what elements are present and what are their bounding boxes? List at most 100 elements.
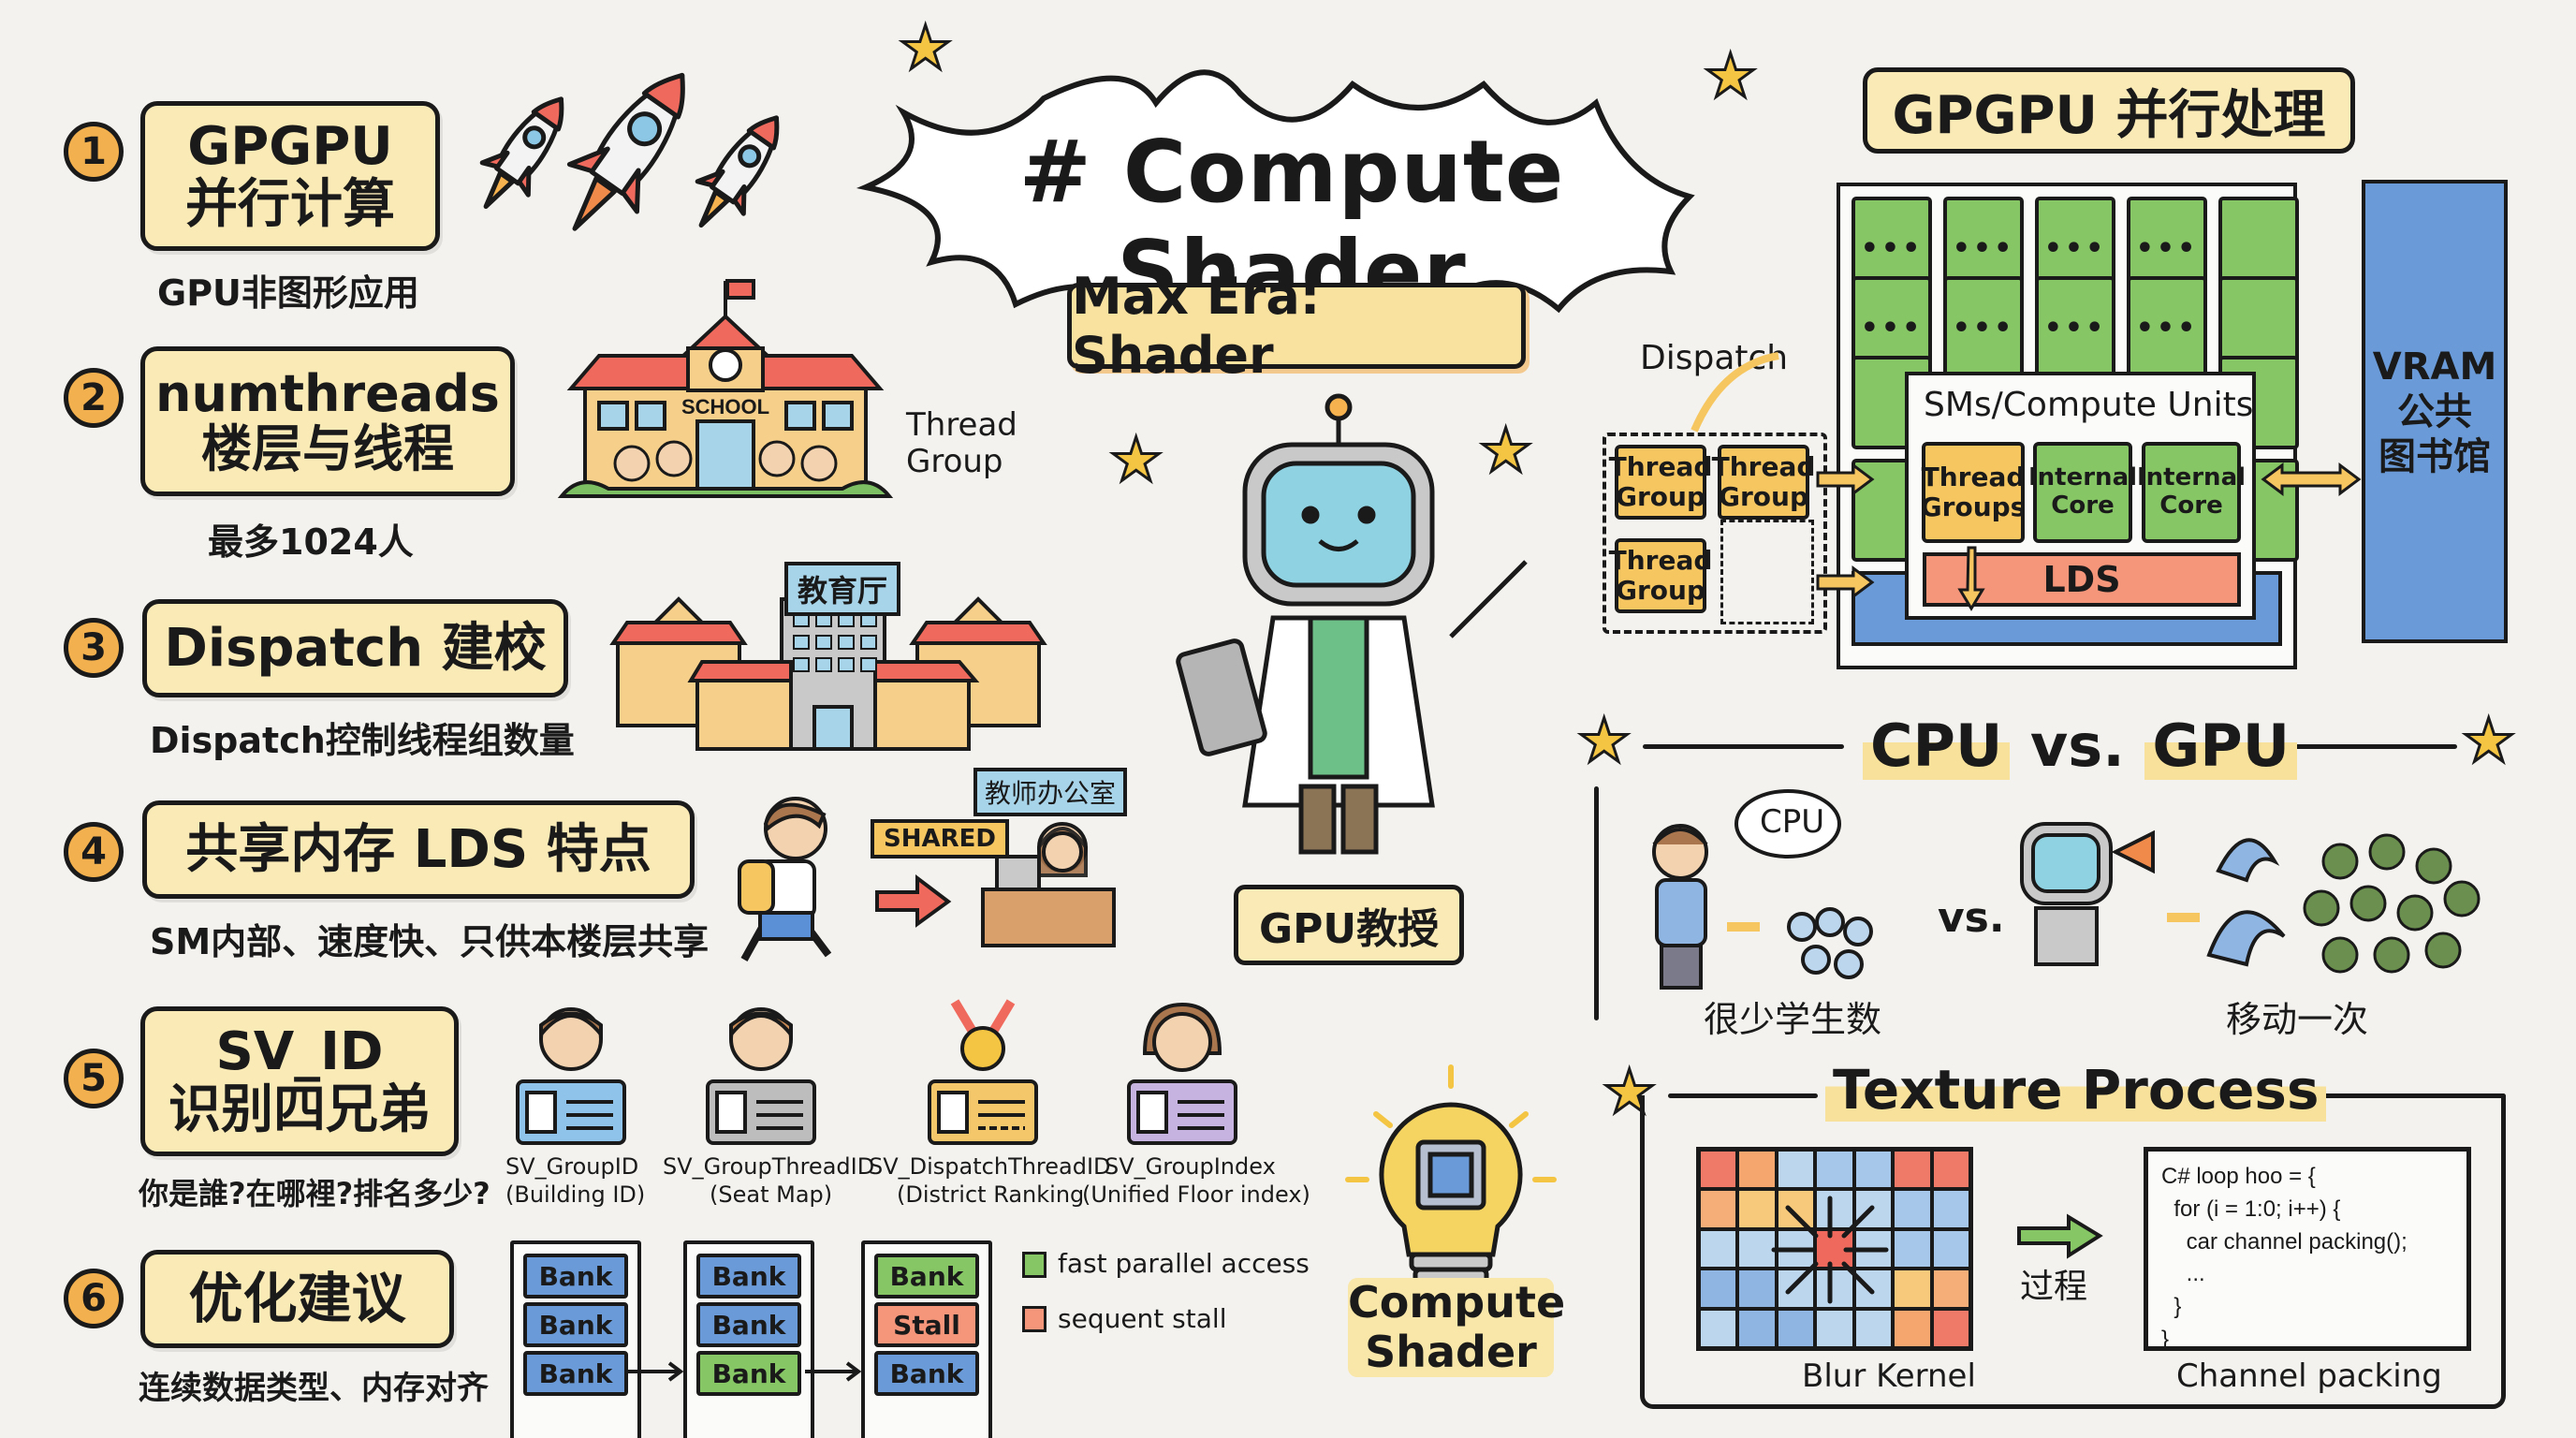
section-6-title: 优化建议 bbox=[140, 1250, 454, 1348]
sm-tile: ••• bbox=[1852, 276, 1932, 379]
kernel-cell bbox=[1739, 1152, 1775, 1188]
sv-groupindex-desc: (Unified Floor index) bbox=[1082, 1181, 1310, 1208]
sv-groupid-name: SV_GroupID bbox=[505, 1153, 639, 1180]
sm-tile: ••• bbox=[1943, 276, 2024, 379]
thread-group-line1: Thread bbox=[1711, 450, 1816, 482]
gpu-arrows-icon bbox=[1690, 352, 2362, 611]
section-2-caption: 最多1024人 bbox=[208, 521, 414, 563]
empty-thread-slot bbox=[1720, 520, 1814, 624]
kernel-cell bbox=[1701, 1310, 1736, 1346]
kernel-cell bbox=[1895, 1152, 1930, 1188]
lightbulb-chip-icon bbox=[1345, 1064, 1557, 1285]
section-4-title-line1: 共享内存 LDS 特点 bbox=[185, 818, 651, 880]
channel-packing-label: Channel packing bbox=[2176, 1357, 2442, 1395]
sm-thread-groups: Thread Groups bbox=[1921, 442, 2026, 543]
kernel-cell bbox=[1739, 1230, 1775, 1268]
thread-group: Thread Group bbox=[1712, 445, 1815, 520]
internal-core: Internal Core bbox=[2028, 442, 2137, 543]
divider bbox=[2261, 744, 2457, 749]
district-icon bbox=[609, 596, 1047, 751]
kernel-cell bbox=[1933, 1310, 1969, 1346]
cpu-teacher-icon bbox=[1652, 789, 1873, 990]
section-3-caption: Dispatch控制线程组数量 bbox=[150, 720, 575, 761]
section-2-title-line2: 楼层与线程 bbox=[201, 419, 454, 478]
thread-group-line1: Thread bbox=[1608, 544, 1713, 576]
section-3-title-line1: Dispatch 建校 bbox=[164, 617, 547, 679]
title-burst-shape bbox=[856, 69, 1695, 314]
star-icon: ★ bbox=[1575, 707, 1632, 776]
vram-line1: VRAM bbox=[2372, 345, 2497, 389]
bank-column-1: Bank Bank Bank bbox=[510, 1240, 641, 1438]
section-1-title-line2: 并行计算 bbox=[185, 174, 395, 235]
sv-groupid-desc: (Building ID) bbox=[505, 1181, 646, 1208]
section-4-title: 共享内存 LDS 特点 bbox=[142, 800, 695, 899]
thread-group-label-line1: Thread bbox=[906, 406, 1017, 444]
bulb-label: Compute Shader bbox=[1348, 1277, 1566, 1377]
sv-dispatchthreadid-desc: (District Ranking bbox=[897, 1181, 1085, 1208]
office-sign: 教师办公室 bbox=[973, 768, 1128, 816]
thread-group: Thread Group bbox=[1609, 538, 1712, 613]
bank-column-2: Bank Bank Bank bbox=[683, 1240, 814, 1438]
gpu-robot-army-icon bbox=[2020, 822, 2481, 974]
kernel-cell bbox=[1701, 1270, 1736, 1307]
office-desk-icon bbox=[981, 822, 1116, 947]
bulb-label-line1: Compute bbox=[1348, 1277, 1566, 1328]
texture-title: Texture Process bbox=[1825, 1058, 2327, 1122]
divider bbox=[1594, 786, 1599, 1020]
kernel-cell bbox=[1895, 1270, 1930, 1307]
kernel-cell bbox=[1933, 1191, 1969, 1227]
id-card-dispatchthreadid-icon bbox=[928, 999, 1038, 1145]
rockets-icon bbox=[479, 72, 780, 231]
section-3-badge: 3 bbox=[64, 618, 124, 678]
kernel-cell bbox=[1739, 1191, 1775, 1227]
internal-core: Internal Core bbox=[2137, 442, 2246, 543]
kernel-cell bbox=[1701, 1230, 1736, 1268]
kernel-cell bbox=[1855, 1152, 1892, 1188]
gpu-caption: 移动一次 bbox=[2226, 999, 2369, 1040]
sm-tile: ••• bbox=[2127, 276, 2207, 379]
divider bbox=[2284, 1093, 2506, 1098]
section-5-title-line2: 识别四兄弟 bbox=[168, 1079, 431, 1140]
legend-fast-parallel: fast parallel access bbox=[1058, 1248, 1310, 1279]
internal-core-line2: Core bbox=[2051, 492, 2115, 520]
bank-arrows-icon bbox=[627, 1361, 862, 1382]
section-6-badge: 6 bbox=[64, 1269, 124, 1328]
bank-cell: Bank bbox=[523, 1351, 628, 1396]
kernel-cell bbox=[1778, 1270, 1814, 1307]
internal-core-line2: Core bbox=[2159, 492, 2223, 520]
section-6-caption: 连续数据类型、内存对齐 bbox=[139, 1370, 489, 1407]
kernel-cell bbox=[1855, 1310, 1892, 1346]
thread-group-line2: Group bbox=[1616, 481, 1706, 512]
section-2-title: numthreads 楼层与线程 bbox=[140, 346, 515, 496]
kernel-cell bbox=[1701, 1152, 1736, 1188]
subtitle-badge: Max Era: Shader bbox=[1067, 267, 1526, 385]
bank-cell: Bank bbox=[696, 1302, 801, 1347]
kernel-cell bbox=[1739, 1270, 1775, 1307]
section-5-badge: 5 bbox=[64, 1049, 124, 1108]
section-1-badge: 1 bbox=[64, 122, 124, 182]
robot-professor-icon bbox=[1176, 393, 1528, 855]
cpu-title: CPU bbox=[1863, 712, 2011, 780]
kernel-cell bbox=[1895, 1310, 1930, 1346]
kernel-cell bbox=[1739, 1310, 1775, 1346]
star-icon: ★ bbox=[897, 14, 953, 83]
id-card-groupid-icon bbox=[516, 1007, 626, 1145]
checkbox-checked-icon bbox=[1022, 1252, 1046, 1278]
kernel-cell bbox=[1817, 1152, 1852, 1188]
sv-groupthreadid-desc: (Seat Map) bbox=[710, 1181, 833, 1208]
sm-title: SMs/Compute Units bbox=[1924, 386, 2254, 424]
bulb-label-line2: Shader bbox=[1365, 1326, 1537, 1377]
section-4-badge: 4 bbox=[64, 822, 124, 882]
kernel-cell bbox=[1933, 1270, 1969, 1307]
bank-cell: Bank bbox=[874, 1254, 979, 1299]
thread-group: Thread Group bbox=[1609, 445, 1712, 520]
kernel-cell bbox=[1817, 1191, 1852, 1227]
kernel-cell bbox=[1933, 1152, 1969, 1188]
section-5-caption: 你是誰?在哪裡?排名多少? bbox=[139, 1176, 490, 1211]
section-6-title-line1: 优化建议 bbox=[188, 1266, 406, 1330]
section-4-caption: SM内部、速度快、只供本楼层共享 bbox=[150, 921, 710, 962]
vs-title: vs. bbox=[2029, 712, 2125, 780]
thread-group-label: Thread Group bbox=[906, 406, 1017, 480]
section-1-title-line1: GPGPU bbox=[187, 116, 393, 178]
kernel-cell bbox=[1701, 1191, 1736, 1227]
